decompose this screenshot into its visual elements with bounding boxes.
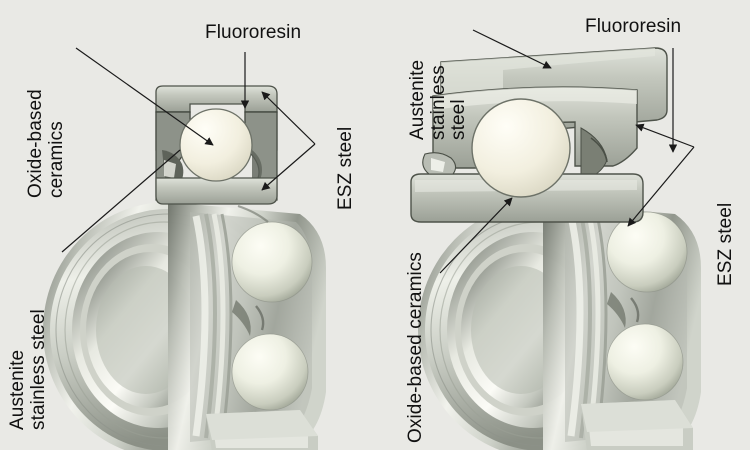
cross-section-detail-right bbox=[410, 47, 668, 223]
bearing-panel-left bbox=[43, 85, 326, 450]
bearing-body-right bbox=[418, 198, 701, 450]
ceramic-ball-left bbox=[179, 108, 253, 182]
bearing-body-left bbox=[43, 202, 326, 450]
bearing-panel-right bbox=[375, 0, 750, 450]
bearing-illustration-right bbox=[410, 47, 701, 450]
bearing-illustration-left bbox=[43, 85, 326, 450]
cross-section-detail-left bbox=[155, 85, 278, 205]
ceramic-ball-right bbox=[471, 98, 571, 198]
